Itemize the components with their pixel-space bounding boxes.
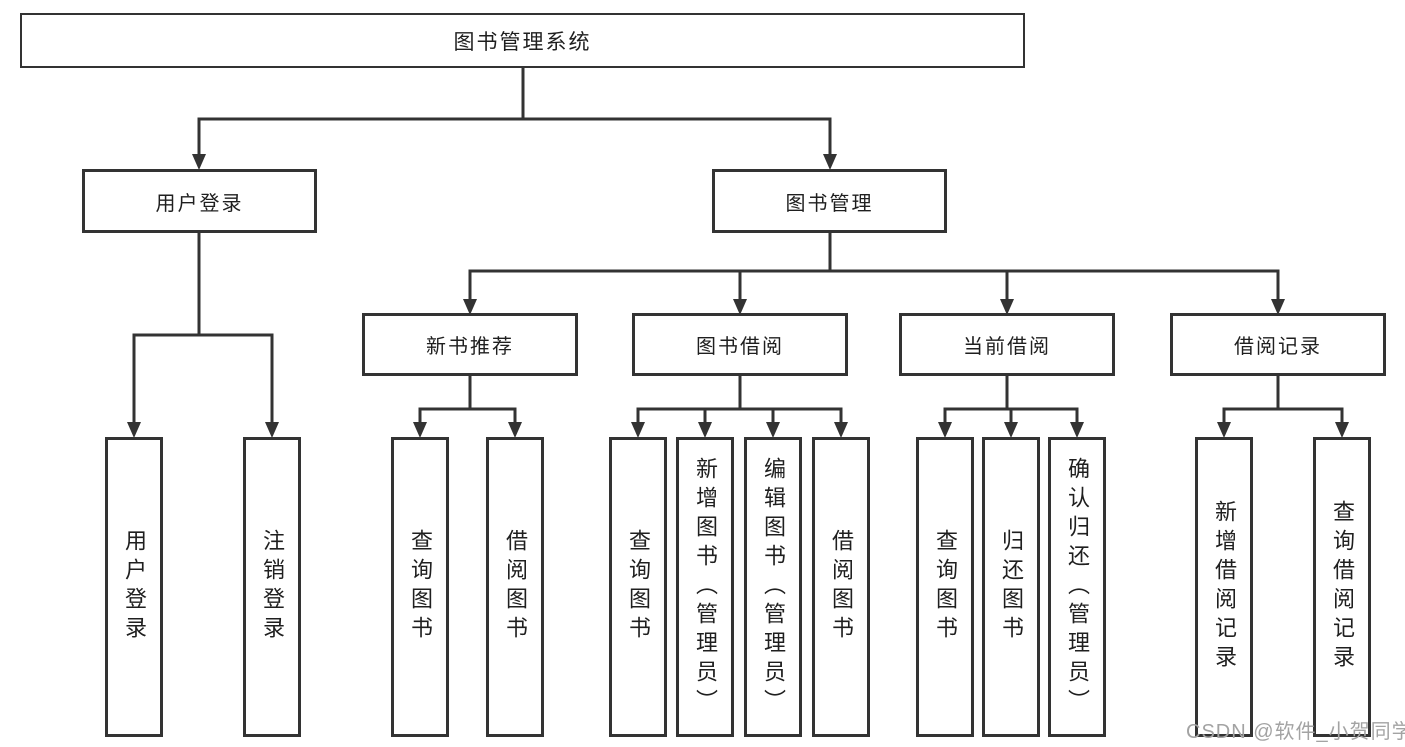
node-current-borrow: 当前借阅: [899, 313, 1115, 376]
leaf-edit-books-admin-label: 编辑图书（管理员）: [761, 456, 786, 718]
leaf-return-books-label: 归还图书: [999, 529, 1024, 645]
leaf-current-query-books: 查询图书: [916, 437, 974, 737]
node-borrow-records: 借阅记录: [1170, 313, 1386, 376]
leaf-confirm-return-admin: 确认归还（管理员）: [1048, 437, 1106, 737]
leaf-add-books-admin: 新增图书（管理员）: [676, 437, 734, 737]
leaf-current-query-books-label: 查询图书: [933, 529, 958, 645]
leaf-borrow-books-label: 借阅图书: [829, 529, 854, 645]
node-root-library-system: 图书管理系统: [20, 13, 1025, 68]
leaf-add-borrow-record-label: 新增借阅记录: [1212, 500, 1237, 674]
leaf-edit-books-admin: 编辑图书（管理员）: [744, 437, 802, 737]
node-book-management: 图书管理: [712, 169, 947, 233]
node-user-login-label: 用户登录: [155, 192, 244, 215]
node-current-borrow-label: 当前借阅: [963, 336, 1051, 358]
leaf-user-login: 用户登录: [105, 437, 163, 737]
leaf-borrow-query-books: 查询图书: [609, 437, 667, 737]
node-book-borrow: 图书借阅: [632, 313, 848, 376]
leaf-add-borrow-record: 新增借阅记录: [1195, 437, 1253, 737]
leaf-logout: 注销登录: [243, 437, 301, 737]
node-borrow-records-label: 借阅记录: [1234, 336, 1322, 358]
node-new-book-recommend: 新书推荐: [362, 313, 578, 376]
leaf-recommend-query-books-label: 查询图书: [408, 529, 433, 645]
leaf-borrow-query-books-label: 查询图书: [626, 529, 651, 645]
leaf-return-books: 归还图书: [982, 437, 1040, 737]
leaf-user-login-label: 用户登录: [122, 529, 147, 645]
node-user-login: 用户登录: [82, 169, 317, 233]
node-new-book-recommend-label: 新书推荐: [426, 336, 514, 358]
csdn-watermark: CSDN @软件_小贺同学: [1186, 721, 1405, 743]
leaf-recommend-borrow-books: 借阅图书: [486, 437, 544, 737]
node-book-borrow-label: 图书借阅: [696, 336, 784, 358]
leaf-add-books-admin-label: 新增图书（管理员）: [693, 456, 718, 718]
leaf-query-borrow-record-label: 查询借阅记录: [1330, 500, 1355, 674]
node-book-management-label: 图书管理: [785, 192, 874, 215]
leaf-logout-label: 注销登录: [260, 529, 285, 645]
leaf-recommend-query-books: 查询图书: [391, 437, 449, 737]
leaf-confirm-return-admin-label: 确认归还（管理员）: [1065, 456, 1090, 718]
leaf-query-borrow-record: 查询借阅记录: [1313, 437, 1371, 737]
node-root-label: 图书管理系统: [453, 30, 592, 54]
leaf-recommend-borrow-books-label: 借阅图书: [503, 529, 528, 645]
leaf-borrow-books: 借阅图书: [812, 437, 870, 737]
